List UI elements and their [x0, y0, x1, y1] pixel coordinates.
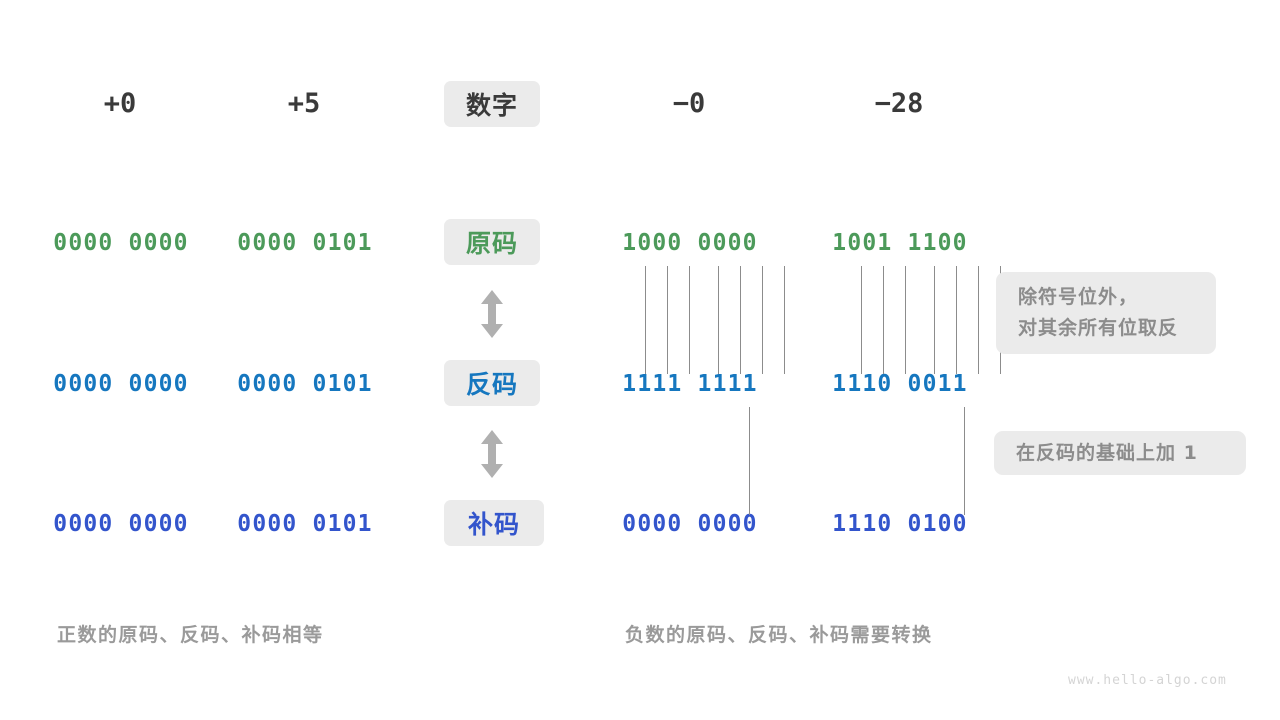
connector-line	[718, 266, 719, 374]
connector-line	[689, 266, 690, 374]
note-line: 对其余所有位取反	[1018, 317, 1179, 339]
caption-negative: 负数的原码、反码、补码需要转换	[625, 624, 933, 646]
row-label-chip-sign-magnitude: 原码	[444, 219, 540, 265]
connector-line	[740, 266, 741, 374]
column-header-number-0: +0	[103, 88, 137, 119]
arrow-ones-to-twos	[475, 428, 509, 485]
cell-twos-complement-3: 1110 0100	[832, 511, 968, 537]
cell-sign-magnitude-2: 1000 0000	[622, 230, 758, 256]
cell-sign-magnitude-1: 0000 0101	[237, 230, 373, 256]
connector-line	[934, 266, 935, 374]
connector-line	[749, 407, 750, 515]
cell-ones-complement-0: 0000 0000	[53, 371, 189, 397]
note-invert-bits: 除符号位外， 对其余所有位取反	[996, 272, 1216, 354]
row-label-chip-ones-complement: 反码	[444, 360, 540, 406]
column-header-number-1: +5	[287, 88, 321, 119]
cell-sign-magnitude-0: 0000 0000	[53, 230, 189, 256]
connector-line	[883, 266, 884, 374]
row-label-chip-twos-complement: 补码	[444, 500, 544, 546]
cell-twos-complement-2: 0000 0000	[622, 511, 758, 537]
watermark: www.hello-algo.com	[1068, 673, 1227, 688]
connector-line	[964, 407, 965, 515]
connector-line	[956, 266, 957, 374]
connector-line	[905, 266, 906, 374]
column-header-number-2: −0	[672, 88, 706, 119]
connector-line	[784, 266, 785, 374]
caption-positive: 正数的原码、反码、补码相等	[57, 624, 324, 646]
connector-line	[978, 266, 979, 374]
connector-line	[762, 266, 763, 374]
cell-ones-complement-3: 1110 0011	[832, 371, 968, 397]
note-add-one: 在反码的基础上加 1	[994, 431, 1246, 475]
cell-ones-complement-2: 1111 1111	[622, 371, 758, 397]
double-arrow-icon	[481, 430, 503, 478]
arrow-sign-to-ones	[475, 288, 509, 345]
connector-line	[645, 266, 646, 374]
connector-line	[667, 266, 668, 374]
cell-sign-magnitude-3: 1001 1100	[832, 230, 968, 256]
note-line: 除符号位外，	[1018, 286, 1139, 308]
column-header-number-3: −28	[874, 88, 924, 119]
cell-twos-complement-1: 0000 0101	[237, 511, 373, 537]
row-label-chip-number: 数字	[444, 81, 540, 127]
connector-line	[861, 266, 862, 374]
double-arrow-icon	[481, 290, 503, 338]
cell-twos-complement-0: 0000 0000	[53, 511, 189, 537]
cell-ones-complement-1: 0000 0101	[237, 371, 373, 397]
note-line: 在反码的基础上加 1	[1016, 441, 1198, 464]
